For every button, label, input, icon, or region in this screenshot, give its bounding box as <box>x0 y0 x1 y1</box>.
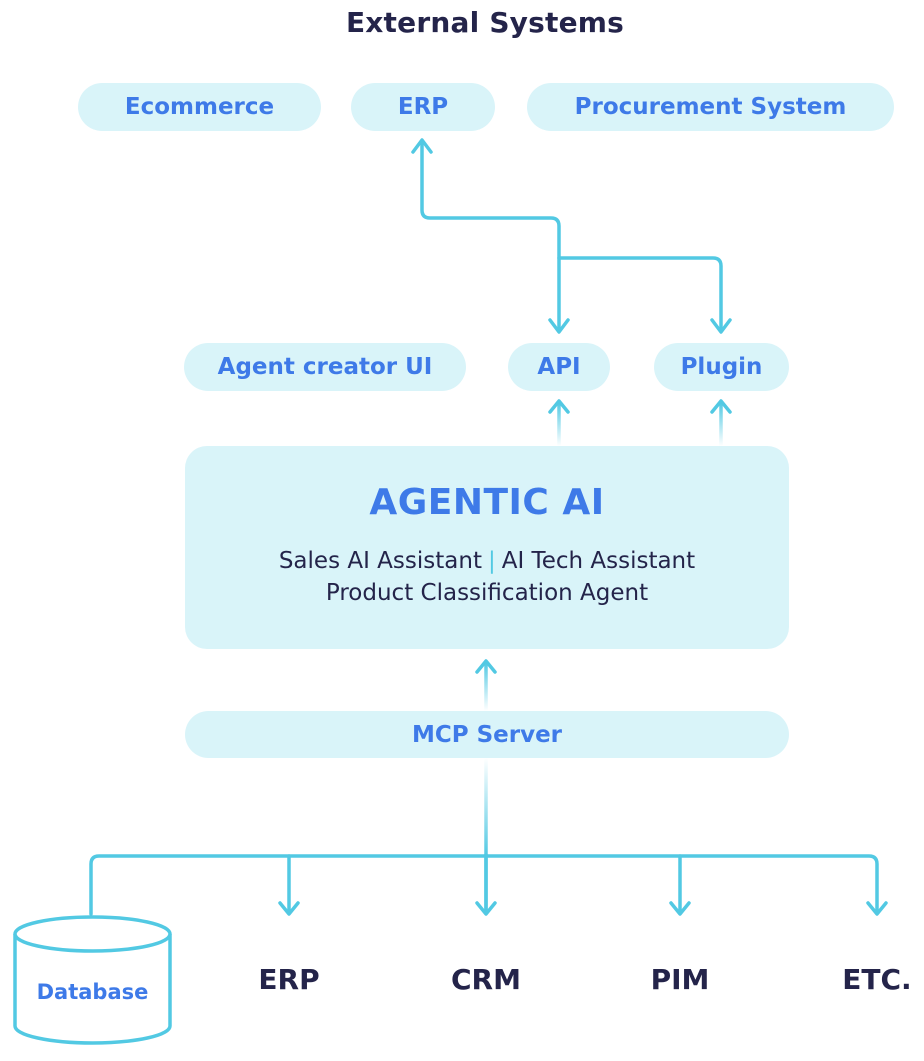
core-to-plugin-arrowhead <box>710 399 732 414</box>
api-pill: API <box>508 343 610 391</box>
database-label: Database <box>36 980 149 1004</box>
api-up-stem <box>557 403 561 446</box>
target-etc-label: ETC. <box>842 963 912 996</box>
target-crm-label: CRM <box>451 963 521 996</box>
agentic-ai-title: AGENTIC AI <box>369 482 605 523</box>
diagram-title: External Systems <box>345 6 625 39</box>
erp-arrowhead-up <box>411 138 433 154</box>
erp-to-api-connector <box>420 140 561 333</box>
agentic-ai-agents-line-1: Sales AI Assistant|AI Tech Assistant <box>185 548 789 574</box>
branch-to-plugin-connector <box>557 256 723 333</box>
etc-arrowhead-down <box>866 901 888 916</box>
target-pim-label: PIM <box>650 963 710 996</box>
product-classification-agent-label: Product Classification Agent <box>325 580 649 606</box>
agentic-ai-box: AGENTIC AI Sales AI Assistant|AI Tech As… <box>185 446 789 649</box>
external-system-erp: ERP <box>351 83 495 131</box>
mcp-to-core-arrowhead <box>475 659 497 674</box>
mcp-down-stem <box>484 758 488 856</box>
mcp-server-pill: MCP Server <box>185 711 789 758</box>
plugin-arrowhead-down <box>710 318 732 334</box>
database-icon <box>13 915 172 1045</box>
crm-down-stem <box>484 854 488 912</box>
agent-separator: | <box>487 548 496 574</box>
agent-creator-ui-pill: Agent creator UI <box>184 343 466 391</box>
pim-arrowhead-down <box>669 901 691 916</box>
mcp-to-core-stem <box>484 663 488 711</box>
crm-arrowhead-down <box>475 901 497 916</box>
external-system-ecommerce: Ecommerce <box>78 83 321 131</box>
external-system-procurement: Procurement System <box>527 83 894 131</box>
sales-ai-assistant-label: Sales AI Assistant <box>278 548 482 574</box>
erp-arrowhead-down <box>278 901 300 916</box>
core-to-api-arrowhead <box>548 399 570 414</box>
plugin-pill: Plugin <box>654 343 789 391</box>
ai-tech-assistant-label: AI Tech Assistant <box>501 548 696 574</box>
api-arrowhead-down <box>548 318 570 334</box>
plugin-up-stem <box>719 403 723 446</box>
target-erp-label: ERP <box>258 963 320 996</box>
distribution-bus <box>89 854 879 916</box>
